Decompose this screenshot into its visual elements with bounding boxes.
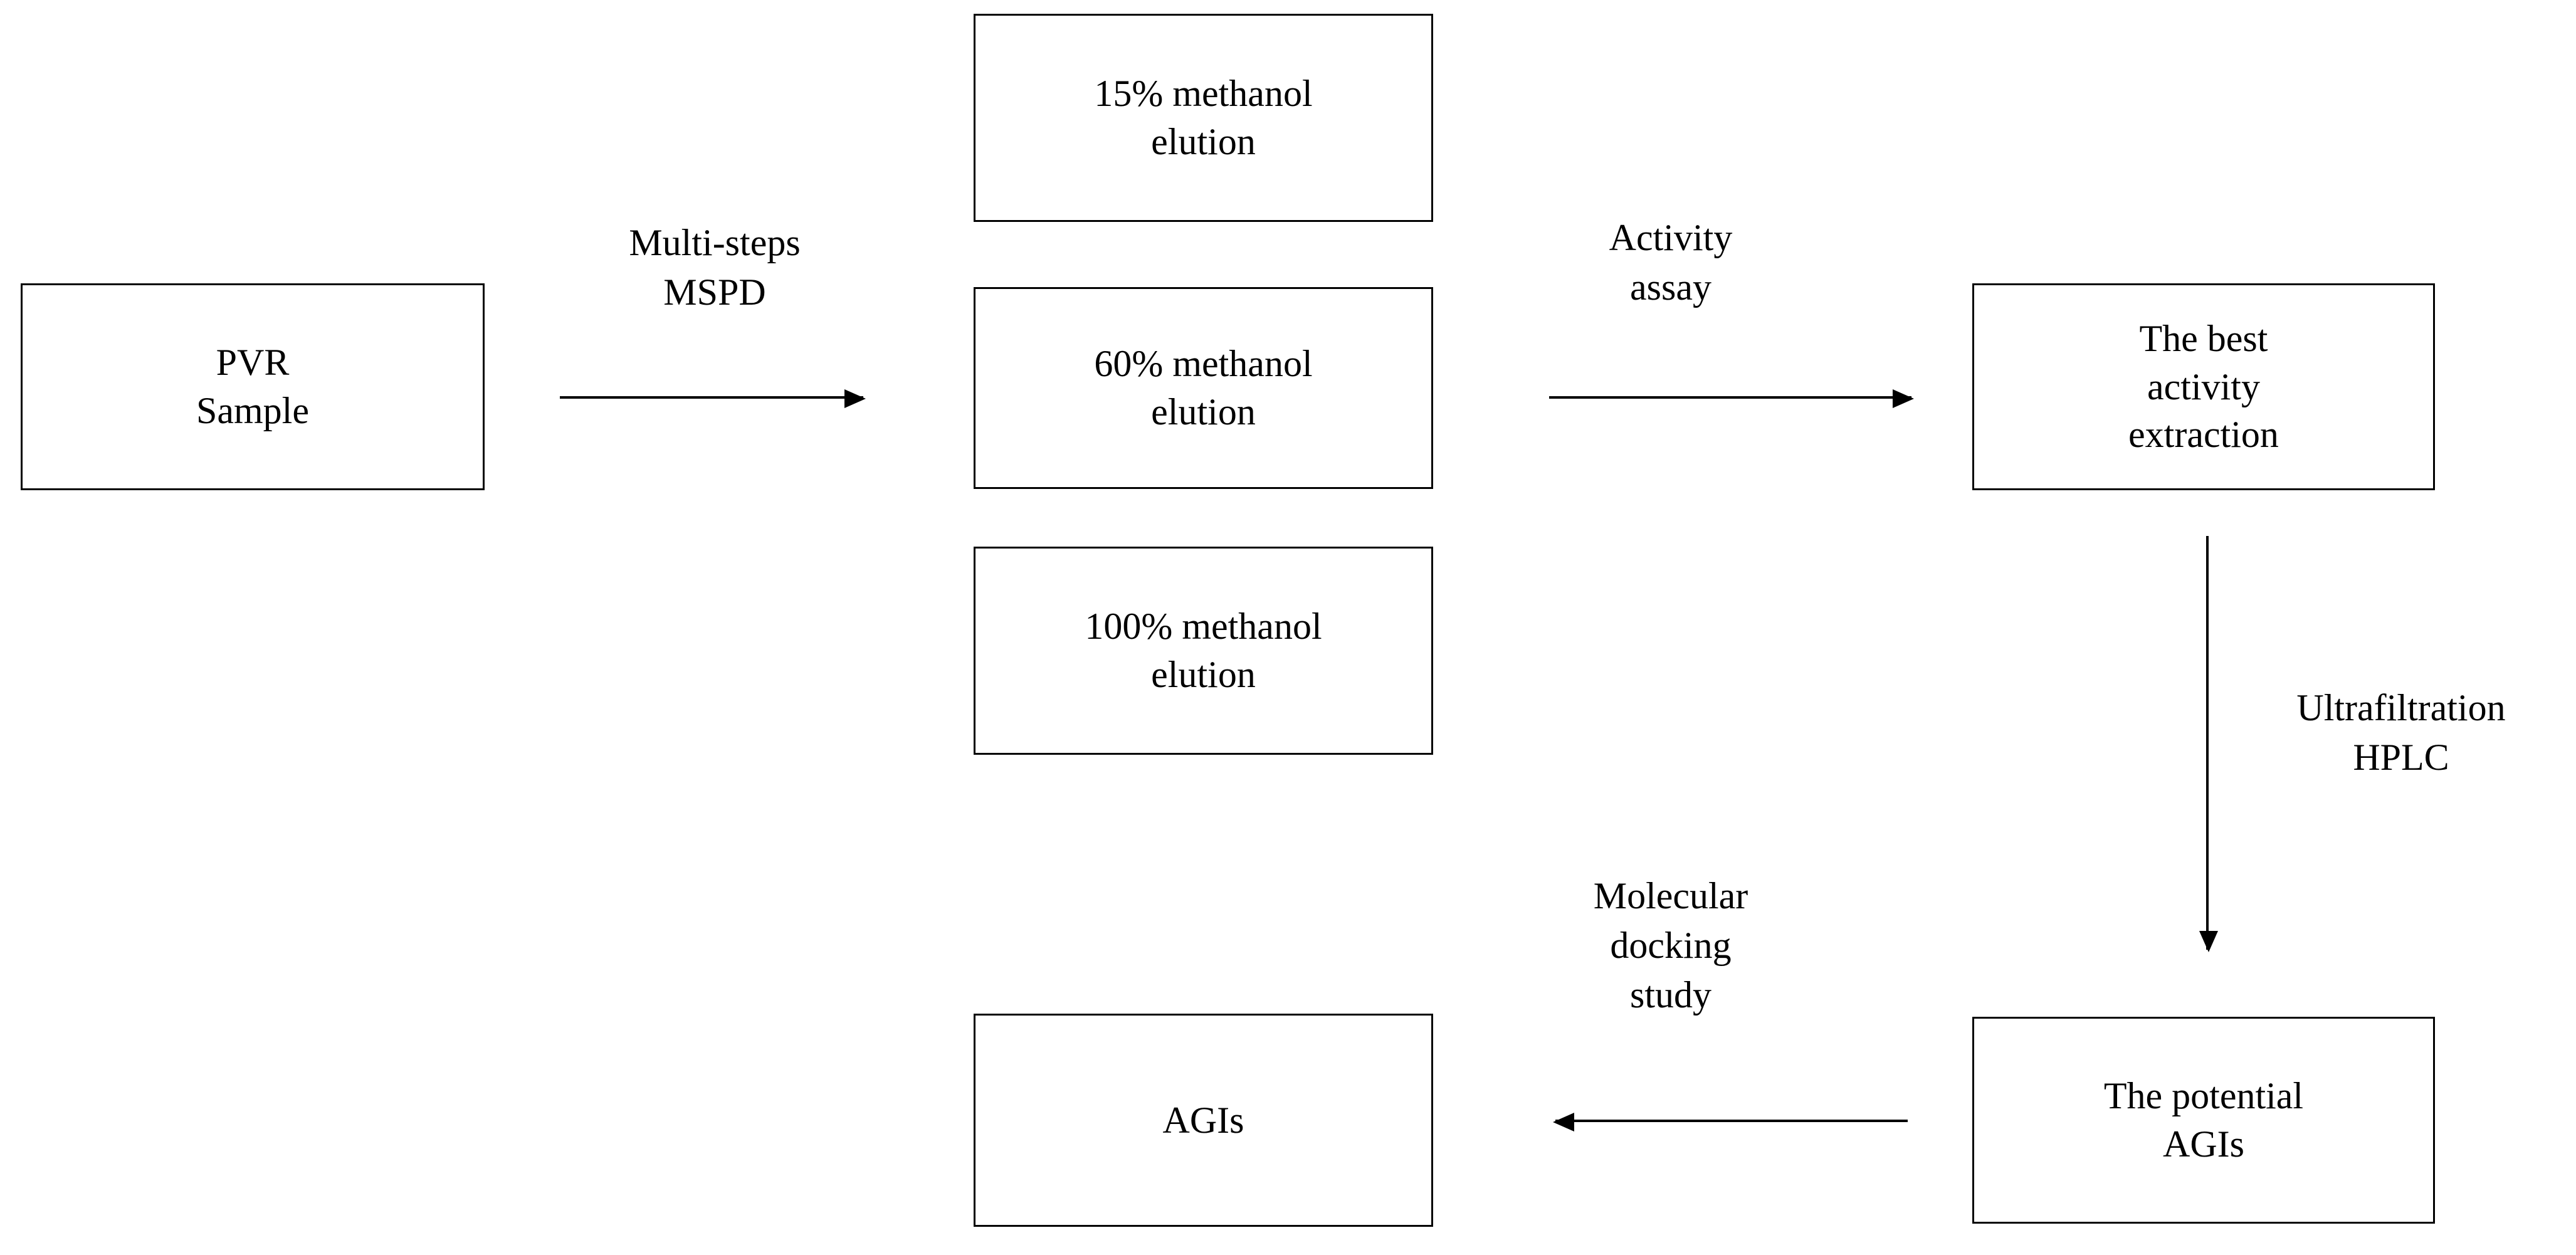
node-elution-100-label: 100% methanol elution [1085,606,1322,695]
node-best-activity-extraction-label: The best activity extraction [2128,317,2279,456]
node-potential-agis: The potential AGIs [1972,1017,2435,1224]
edge-label-multi-steps-mspd: Multi-steps MSPD [629,222,801,313]
node-elution-15-label: 15% methanol elution [1094,73,1313,162]
node-best-activity-extraction: The best activity extraction [1972,283,2435,490]
arrow-potential-agis-to-agis [1553,1113,1908,1132]
node-elution-100: 100% methanol elution [974,547,1433,755]
arrowhead-icon [844,389,866,408]
arrowhead-icon [1893,389,1914,408]
edge-label-molecular-docking-study: Molecular docking study [1593,875,1748,1016]
node-pvr-sample-label: PVR Sample [196,342,309,431]
node-elution-60: 60% methanol elution [974,287,1433,489]
node-pvr-sample: PVR Sample [21,283,485,490]
node-agis-label: AGIs [1162,1099,1244,1141]
arrow-pvr-to-elution [560,389,866,408]
node-elution-60-label: 60% methanol elution [1094,343,1313,433]
node-elution-15: 15% methanol elution [974,14,1433,222]
arrowhead-icon [1553,1113,1574,1132]
node-agis: AGIs [974,1014,1433,1227]
edge-label-ultrafiltration-hplc: Ultrafiltration HPLC [2296,687,2506,779]
arrow-elution-to-best-activity [1549,389,1914,408]
arrowhead-icon [2199,931,2218,952]
edge-label-activity-assay: Activity assay [1609,217,1733,308]
arrow-best-activity-to-potential-agis [2199,536,2218,952]
node-potential-agis-label: The potential AGIs [2103,1075,2304,1165]
